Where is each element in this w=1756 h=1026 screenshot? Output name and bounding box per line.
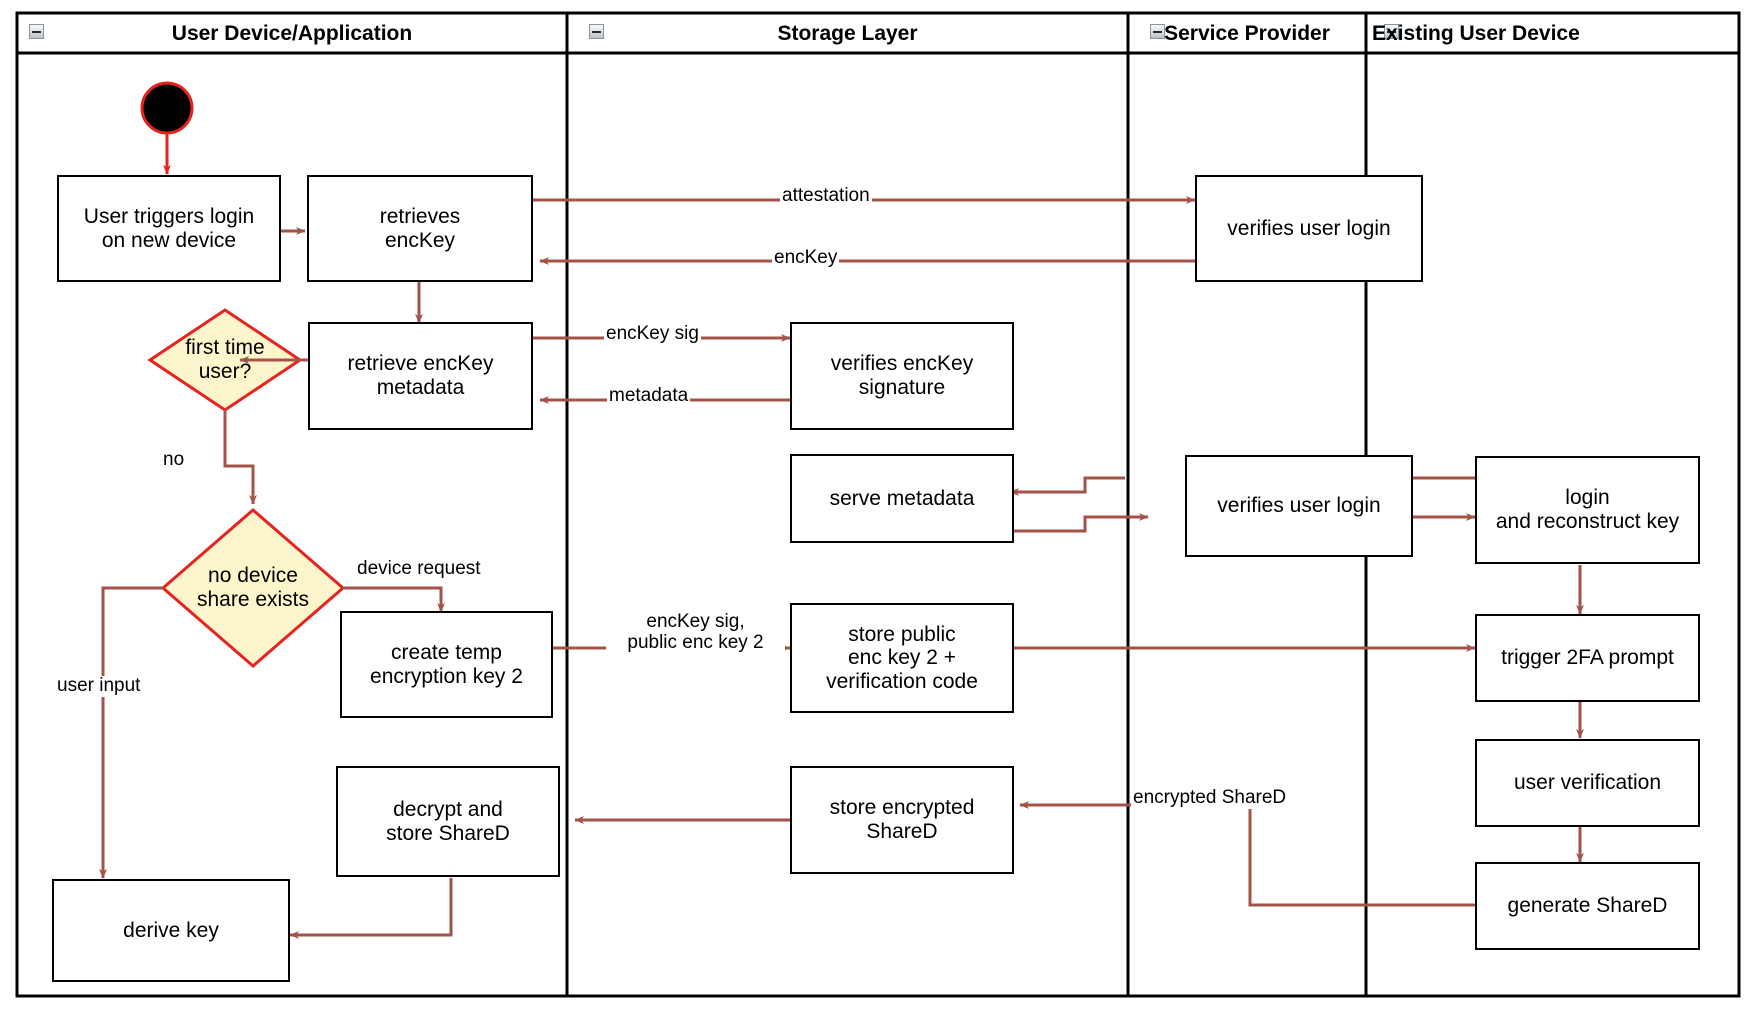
lane-header-user-device: User Device/Application: [171, 22, 413, 45]
node-retrieves-enckey[interactable]: retrieves encKey: [307, 175, 533, 282]
edge-label-user-input: user input: [55, 675, 143, 697]
collapse-icon-service-provider[interactable]: [1150, 24, 1165, 39]
lane-header-service-provider: Service Provider: [1164, 22, 1330, 45]
node-verifies-enckey-signature[interactable]: verifies encKey signature: [790, 322, 1014, 430]
node-store-encrypted-shared[interactable]: store encrypted ShareD: [790, 766, 1014, 874]
node-trigger-2fa-prompt[interactable]: trigger 2FA prompt: [1475, 614, 1700, 702]
node-store-public-enc-key-2[interactable]: store public enc key 2 + verification co…: [790, 603, 1014, 713]
node-no-device-share-exists[interactable]: no device share exists: [163, 510, 343, 666]
node-create-temp-encryption-key-2[interactable]: create temp encryption key 2: [340, 611, 553, 718]
node-no-device-share-exists-label: no device share exists: [196, 564, 310, 611]
edge-label-device-request: device request: [355, 558, 483, 580]
node-first-time-user-label: first time user?: [185, 336, 265, 383]
node-login-and-reconstruct-key[interactable]: login and reconstruct key: [1475, 456, 1700, 564]
edge-label-enckey-sig-public-enc-key-2: encKey sig, public enc key 2: [606, 611, 785, 654]
edge-label-encrypted-shared: encrypted ShareD: [1131, 787, 1289, 809]
node-serve-metadata[interactable]: serve metadata: [790, 454, 1014, 543]
edge-label-no: no: [161, 449, 187, 471]
node-derive-key[interactable]: derive key: [52, 879, 290, 982]
node-user-verification[interactable]: user verification: [1475, 739, 1700, 827]
node-first-time-user[interactable]: first time user?: [150, 310, 300, 410]
edge-label-attestation: attestation: [780, 185, 872, 207]
node-retrieve-enckey-metadata[interactable]: retrieve encKey metadata: [308, 322, 533, 430]
node-user-triggers-login[interactable]: User triggers login on new device: [57, 175, 281, 282]
edge-label-enckey: encKey: [772, 247, 840, 269]
collapse-icon-storage-layer[interactable]: [589, 24, 604, 39]
node-decrypt-and-store-shared[interactable]: decrypt and store ShareD: [336, 766, 560, 877]
lane-header-storage-layer: Storage Layer: [777, 22, 918, 45]
collapse-icon-user-device[interactable]: [29, 24, 44, 39]
collapse-icon-existing-user-device[interactable]: [1384, 24, 1399, 39]
node-verifies-user-login-2[interactable]: verifies user login: [1185, 455, 1413, 557]
lane-header-existing-user-device: Existing User Device: [1372, 22, 1580, 45]
node-generate-shared[interactable]: generate ShareD: [1475, 862, 1700, 950]
edge-label-metadata: metadata: [607, 385, 691, 407]
node-verifies-user-login-1[interactable]: verifies user login: [1195, 175, 1423, 282]
start-node-shape: [140, 81, 194, 135]
edge-label-enckey-sig: encKey sig: [604, 323, 701, 345]
